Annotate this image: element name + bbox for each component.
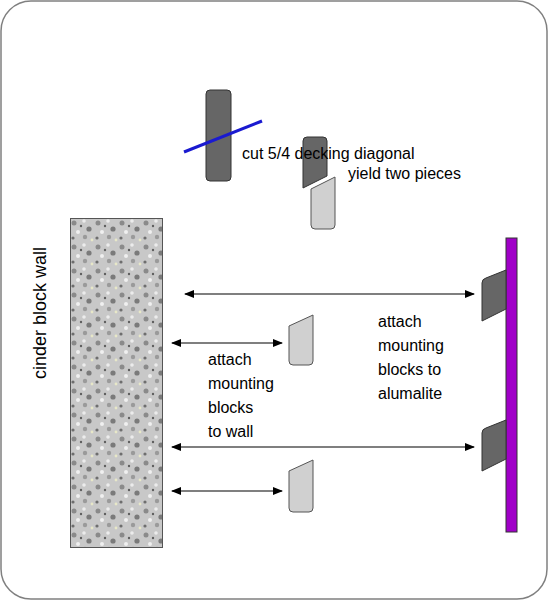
spacing-arrow	[172, 446, 474, 447]
note-label: cut 5/4 decking diagonal	[242, 142, 415, 166]
note-label: attach mounting blocks to alumalite	[378, 310, 462, 406]
panel-block	[482, 420, 506, 471]
cinder-block-wall: cinder block wall	[70, 218, 163, 548]
spacing-arrow	[172, 342, 282, 343]
panel-block	[482, 270, 506, 321]
spacing-arrow	[172, 490, 282, 491]
wall-rect	[71, 219, 163, 548]
spacing-arrow	[185, 293, 474, 294]
light-piece	[311, 177, 335, 229]
alumalite-panel	[506, 238, 517, 532]
wall-block	[289, 315, 313, 365]
note-label: attach mounting blocks to wall	[208, 348, 268, 444]
dark-piece	[303, 137, 327, 188]
wall-texture	[70, 218, 163, 548]
wall-label: cinder block wall	[30, 247, 50, 379]
wall-block	[289, 460, 313, 512]
note-label: yield two pieces	[348, 162, 461, 186]
